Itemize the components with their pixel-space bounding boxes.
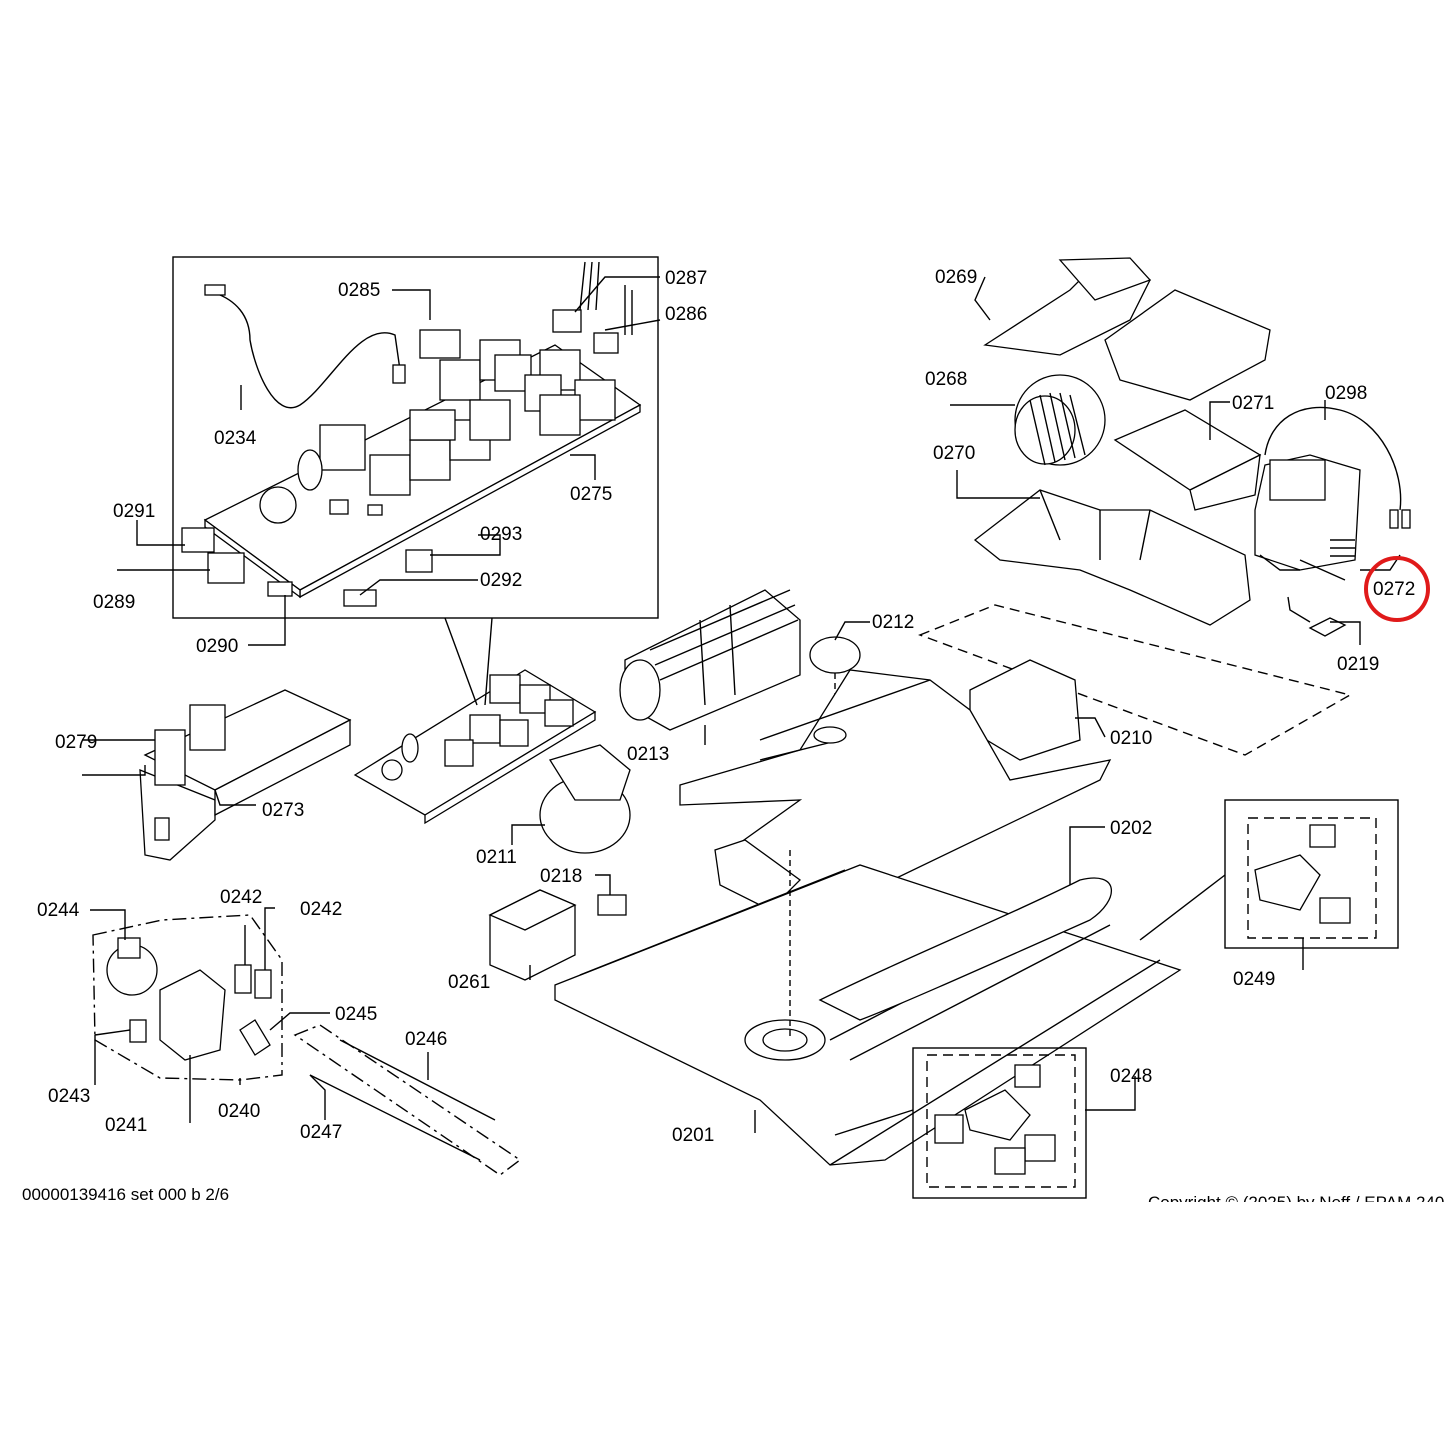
air-guide-assembly [679, 669, 1112, 916]
switch-inset-0249-frame [1224, 799, 1399, 949]
label-0243: 0243 [48, 1086, 90, 1107]
leader-lines [82, 276, 1401, 1136]
label-0298: 0298 [1325, 383, 1367, 404]
label-0248: 0248 [1110, 1066, 1152, 1087]
label-0247: 0247 [300, 1122, 342, 1143]
label-0212: 0212 [872, 612, 914, 633]
label-0287: 0287 [665, 268, 707, 289]
switch-inset-0248-frame [912, 1047, 1087, 1199]
label-0279: 0279 [55, 732, 97, 753]
label-0241: 0241 [105, 1115, 147, 1136]
label-0292: 0292 [480, 570, 522, 591]
label-0286: 0286 [665, 304, 707, 325]
cooling-panel-0210 [918, 604, 1352, 756]
board-bracket-0279 [139, 689, 352, 861]
blower-housing-0269 [983, 257, 1271, 401]
label-0246: 0246 [405, 1029, 447, 1050]
label-0213: 0213 [627, 744, 669, 765]
label-0272: 0272 [1373, 579, 1415, 600]
wire-harness-0298 [1264, 406, 1411, 529]
label-0268: 0268 [925, 369, 967, 390]
sensor-0218 [597, 894, 627, 916]
air-duct-0270 [973, 489, 1251, 626]
guide-rails [309, 1039, 496, 1161]
switch-inset-0248-inner [926, 1054, 1076, 1188]
label-0271: 0271 [1232, 393, 1274, 414]
switch-0249 [1254, 824, 1351, 924]
label-0249: 0249 [1233, 969, 1275, 990]
label-0201: 0201 [672, 1125, 714, 1146]
label-0270: 0270 [933, 443, 975, 464]
label-0234: 0234 [214, 428, 257, 449]
switch-0248 [934, 1064, 1056, 1175]
switch-group-0240-frame [92, 914, 283, 1081]
label-0291: 0291 [113, 501, 155, 522]
label-0285: 0285 [338, 280, 380, 301]
label-0244: 0244 [37, 900, 80, 921]
motor-0211 [539, 744, 631, 854]
label-0218: 0218 [540, 866, 582, 887]
control-board-detail [181, 261, 642, 607]
fan-wheel-0268 [1014, 374, 1106, 466]
switch-group-0240 [106, 937, 272, 1061]
label-0202: 0202 [1110, 818, 1152, 839]
label-0211: 0211 [476, 847, 517, 868]
label-0242-b: 0242 [300, 899, 342, 920]
label-0289: 0289 [93, 592, 135, 613]
highlight-circle-0272 [1364, 556, 1430, 622]
clip-0219 [1308, 617, 1347, 637]
label-0273: 0273 [262, 800, 304, 821]
tangential-fan-0213 [619, 589, 801, 731]
label-0290: 0290 [196, 636, 238, 657]
label-0269: 0269 [935, 267, 977, 288]
label-0242-a: 0242 [220, 887, 262, 908]
module-0271 [1113, 409, 1262, 511]
control-board-assembled [353, 669, 597, 825]
label-0210: 0210 [1110, 728, 1152, 749]
label-0240: 0240 [218, 1101, 260, 1122]
label-0219: 0219 [1337, 654, 1379, 675]
transformer-0272 [1254, 454, 1361, 581]
label-0275: 0275 [570, 484, 612, 505]
footer-document-id: 00000139416 set 000 b 2/6 [22, 1185, 229, 1204]
control-board-inset-frame [172, 256, 659, 619]
footer-crop-mask [0, 1202, 1445, 1445]
switch-inset-0249-inner [1247, 817, 1377, 939]
label-0245: 0245 [335, 1004, 377, 1025]
label-0261: 0261 [448, 972, 490, 993]
air-channel-0202 [818, 877, 1113, 1021]
relay-0261 [488, 889, 577, 981]
label-0293: 0293 [480, 524, 522, 545]
